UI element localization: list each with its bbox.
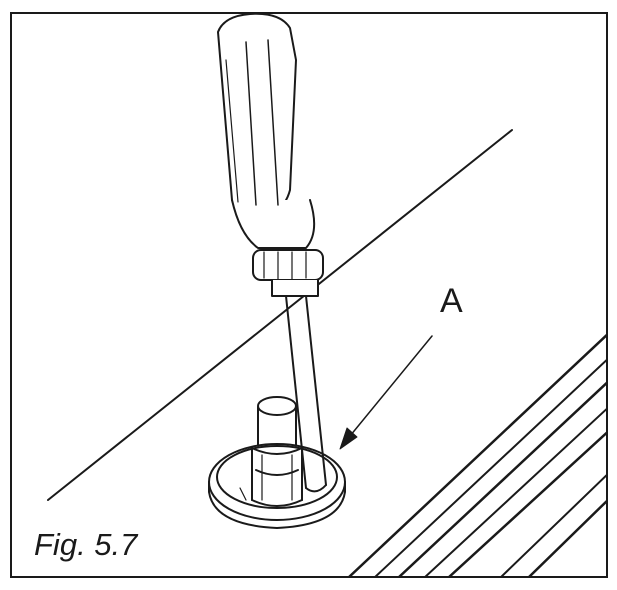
panel-edge-line [47, 129, 513, 501]
callout-label-a: A [440, 282, 463, 320]
cap-ring [208, 443, 346, 529]
rail-lines [348, 334, 606, 576]
figure-caption: Fig. 5.7 [34, 527, 138, 562]
callout-arrow [339, 335, 433, 450]
screwdriver-blade [285, 295, 327, 493]
control-knob [239, 396, 303, 507]
screwdriver-handle [217, 14, 324, 297]
